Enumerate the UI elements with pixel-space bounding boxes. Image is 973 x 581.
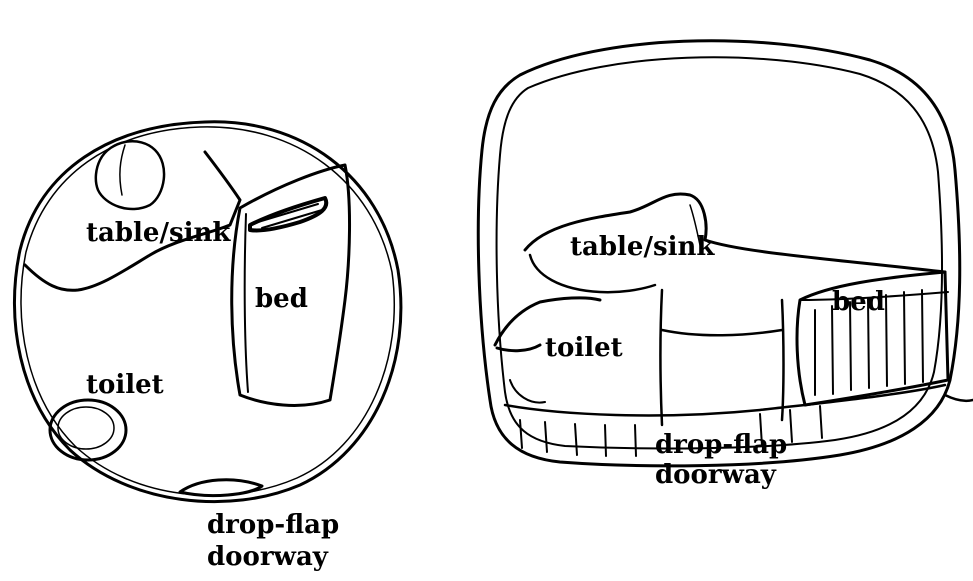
top-view-doorway [180, 480, 262, 496]
top-view-outer-wall-sketch [21, 127, 394, 495]
side-view-table-sink-label: table/sink [570, 232, 714, 262]
top-view-sink-basin [96, 141, 164, 209]
top-view-doorway-label-line2: doorway [207, 542, 328, 572]
side-view-cabinet [661, 290, 784, 425]
side-view-doorway-label-line1: drop-flap [655, 430, 787, 460]
side-view-toilet-label: toilet [545, 333, 623, 363]
side-view-sketch [478, 41, 973, 466]
side-view-floor-rim [505, 385, 945, 415]
side-view-outer-shell [478, 41, 959, 466]
top-view-bed-label: bed [255, 284, 308, 314]
top-view-doorway-label-line1: drop-flap [207, 510, 339, 540]
side-view-doorway-label-line2: doorway [655, 460, 776, 490]
side-view-inner-shell [497, 57, 943, 448]
top-view-table-sink-label: table/sink [86, 218, 230, 248]
top-view-sketch [14, 122, 400, 502]
side-view-bed-label: bed [832, 287, 885, 317]
top-view-toilet-label: toilet [86, 370, 164, 400]
top-view-bed-pillow [250, 198, 326, 231]
